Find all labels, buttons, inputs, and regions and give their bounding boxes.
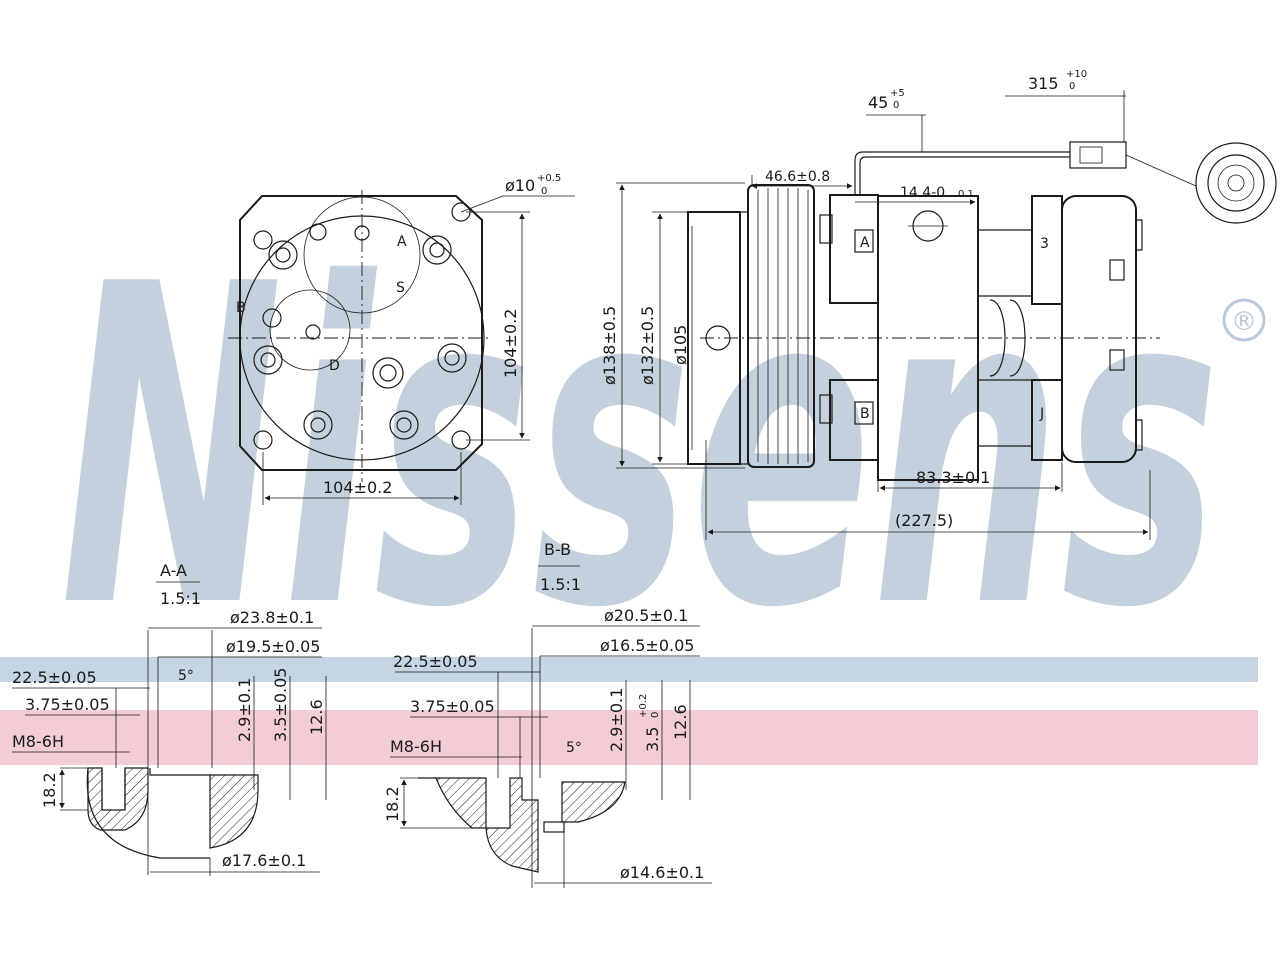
cable-315-tol-lower: 0 [1069,81,1075,92]
cable-315-tol-upper: +10 [1066,69,1087,80]
side-label-3: 3 [1040,236,1049,252]
side-label-b: B [860,406,870,422]
section-aa-title: A-A [160,561,187,580]
bb-d375-dim: 3.75±0.05 [410,697,495,716]
front-width-dim: 104±0.2 [323,478,392,497]
registered-mark: ® [1222,298,1266,342]
bb-v182-dim: 18.2 [383,786,402,822]
overall-length-dim: (227.5) [895,511,953,530]
aa-v126-dim: 12.6 [307,699,326,735]
bb-v35-tol-lower: 0 [650,712,661,718]
bb-thread-dim: M8-6H [390,737,442,756]
aa-d22-dim: 22.5±0.05 [12,668,97,687]
aa-d19-dim: ø19.5±0.05 [226,637,320,656]
section-bb-scale: 1.5:1 [540,575,581,594]
pulley-outer-diameter-dim: ø138±0.5 [600,306,619,385]
aa-d23-dim: ø23.8±0.1 [230,608,314,627]
side-label-a: A [860,235,870,251]
bb-d14-dim: ø14.6±0.1 [620,863,704,882]
front-label-s: S [396,280,405,296]
bb-v126-dim: 12.6 [671,704,690,740]
bb-v29-dim: 2.9±0.1 [607,688,626,752]
cable-315-dim: 315 [1028,74,1059,93]
aa-angle-dim: 5° [178,668,194,684]
clutch-diameter-dim: ø132±0.5 [638,306,657,385]
hub-diameter-dim: ø105 [671,325,690,365]
aa-v182-dim: 18.2 [40,772,59,808]
body-length-dim: 83.3±0.1 [916,468,990,487]
bb-v35-tol-upper: +0.2 [638,694,649,718]
aa-d17-dim: ø17.6±0.1 [222,851,306,870]
side-label-j: J [1039,406,1044,422]
pink-band [0,710,1258,765]
port-hole-dim: ø10 [505,176,535,195]
aa-v29-dim: 2.9±0.1 [235,678,254,742]
section-aa: A-A 1.5:1 ø23.8±0.1 ø19.5±0.05 22.5±0.05… [12,561,327,876]
front-label-a: A [397,234,407,250]
svg-text:®: ® [1231,307,1257,337]
front-label-b: B [236,300,246,316]
side-view: A B 3 J 45 +5 [600,69,1277,540]
cable-45-dim: 45 [868,93,888,112]
cable-45-tol-lower: 0 [893,100,899,111]
pulley-width-dim: 46.6±0.8 [765,169,830,185]
bb-angle-dim: 5° [566,740,582,756]
section-bb: B-B 1.5:1 ø20.5±0.1 ø16.5±0.05 22.5±0.05… [383,540,712,888]
port-hole-tol-lower: 0 [541,186,547,197]
cable-45-tol-upper: +5 [890,88,905,99]
offset-dim-tol: 0.1 [958,189,974,200]
bb-d16-dim: ø16.5±0.05 [600,636,694,655]
section-aa-scale: 1.5:1 [160,589,201,608]
front-height-dim: 104±0.2 [501,309,520,378]
aa-thread-dim: M8-6H [12,732,64,751]
front-label-d: D [329,358,340,374]
aa-v35-dim: 3.5±0.05 [271,668,290,742]
offset-dim: 14.4-0 [900,185,945,201]
aa-d375-dim: 3.75±0.05 [25,695,110,714]
brand-watermark: Nissens [60,192,1220,704]
front-view: ø10 +0.5 0 A B S D 104±0.2 104±0.2 [228,173,575,505]
bb-v35-dim: 3.5 [643,727,662,752]
bb-d20-dim: ø20.5±0.1 [604,606,688,625]
section-bb-title: B-B [544,540,571,559]
port-hole-tol-upper: +0.5 [537,173,561,184]
bb-d22-dim: 22.5±0.05 [393,652,478,671]
blue-band [0,657,1258,682]
